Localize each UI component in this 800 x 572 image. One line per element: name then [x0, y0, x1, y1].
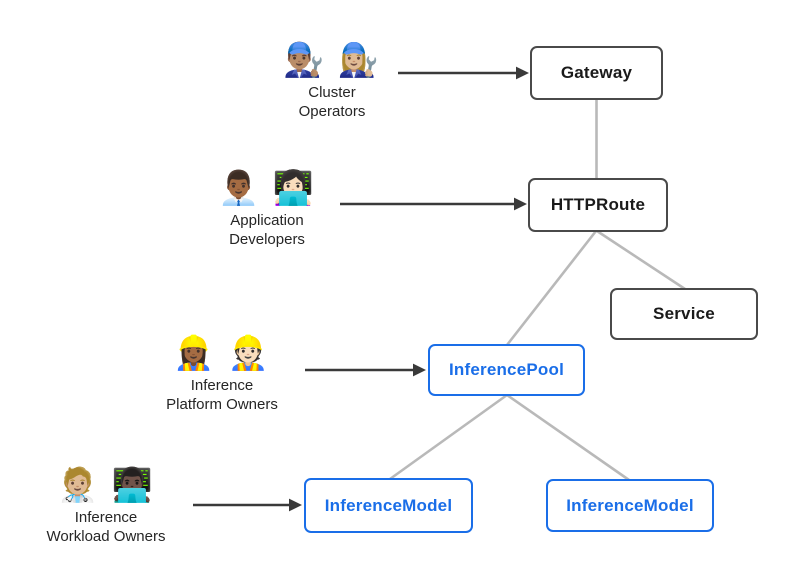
application-developers-emoji: 👨🏾‍💼 👩🏻‍💻	[218, 169, 316, 206]
cluster-operators-label: Cluster Operators	[298, 84, 366, 120]
actor-application-developers: 👨🏾‍💼 👩🏻‍💻 Application Developers	[157, 166, 377, 249]
edge-httproute-service	[596, 229, 686, 291]
cluster-operators-emoji: 👨🏽‍🔧 👩🏼‍🔧	[283, 41, 381, 78]
inferencemodel-right-node: InferenceModel	[546, 479, 714, 532]
actor-inference-platform-owners: 👷🏾‍♀️ 👷🏻 Inference Platform Owners	[112, 331, 332, 414]
edge-inferencepool-inferencemodel-right	[506, 393, 630, 482]
inference-workload-owners-label: Inference Workload Owners	[46, 509, 166, 545]
inference-platform-owners-label: Inference Platform Owners	[166, 377, 278, 413]
edge-inferencepool-inferencemodel-left	[389, 393, 508, 481]
gateway-node: Gateway	[530, 46, 663, 100]
inferencemodel-left-label: InferenceModel	[324, 495, 453, 515]
inferencemodel-right-label: InferenceModel	[566, 495, 694, 515]
gateway-label: Gateway	[560, 63, 633, 82]
httproute-label: HTTPRoute	[550, 195, 646, 214]
inference-workload-owners-emoji: 🧑🏼‍⚕️ 👨🏿‍💻	[57, 466, 155, 503]
inferencepool-node: InferencePool	[428, 344, 585, 396]
service-node: Service	[610, 288, 758, 340]
actor-cluster-operators: 👨🏽‍🔧 👩🏼‍🔧 Cluster Operators	[222, 38, 442, 121]
edge-httproute-inferencepool	[505, 230, 598, 346]
service-label: Service	[653, 304, 715, 323]
application-developers-label: Application Developers	[229, 212, 305, 248]
inference-platform-owners-emoji: 👷🏾‍♀️ 👷🏻	[173, 334, 271, 371]
httproute-node: HTTPRoute	[528, 178, 668, 232]
inferencepool-label: InferencePool	[448, 360, 565, 379]
actor-inference-workload-owners: 🧑🏼‍⚕️ 👨🏿‍💻 Inference Workload Owners	[0, 463, 216, 546]
inferencemodel-left-node: InferenceModel	[304, 478, 473, 533]
